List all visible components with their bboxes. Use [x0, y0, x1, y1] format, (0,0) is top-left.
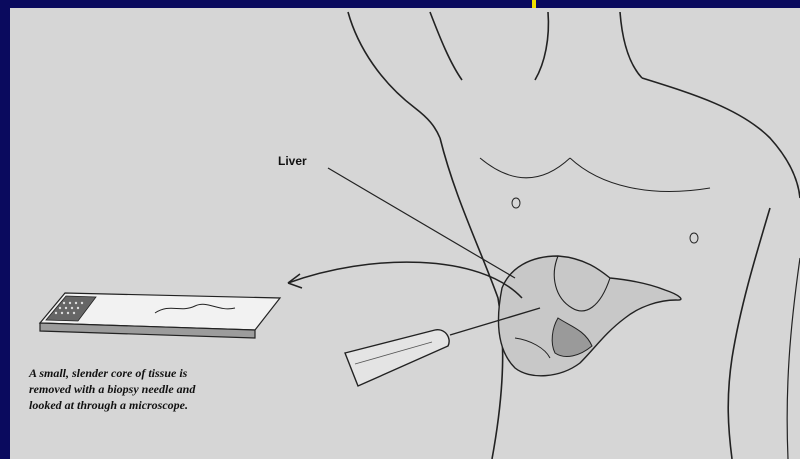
liver-organ [498, 256, 680, 376]
right-nipple [690, 233, 698, 243]
liver-leader-line [328, 168, 515, 278]
yellow-marker [532, 0, 536, 8]
torso-right-side [728, 208, 770, 459]
neck-right [620, 12, 642, 78]
microscope-slide [40, 293, 280, 338]
left-nipple [512, 198, 520, 208]
caption-line-2: removed with a biopsy needle and [29, 381, 289, 397]
right-arm-line [787, 258, 800, 459]
caption-line-1: A small, slender core of tissue is [29, 365, 289, 381]
liver-label: Liver [278, 154, 307, 168]
syringe-barrel [345, 330, 449, 386]
torso-left-side [440, 138, 503, 459]
shoulder-right [642, 78, 800, 198]
illustration-panel: Liver A small, slender core of tissue is… [10, 8, 800, 459]
caption-line-3: looked at through a microscope. [29, 397, 289, 413]
neck-left [535, 12, 548, 80]
arm-back [430, 12, 462, 80]
caption: A small, slender core of tissue is remov… [29, 365, 289, 413]
raised-arm [348, 12, 440, 138]
pectoral-line-left [480, 158, 570, 178]
torso-drawing [348, 12, 800, 459]
pectoral-line [570, 158, 710, 191]
